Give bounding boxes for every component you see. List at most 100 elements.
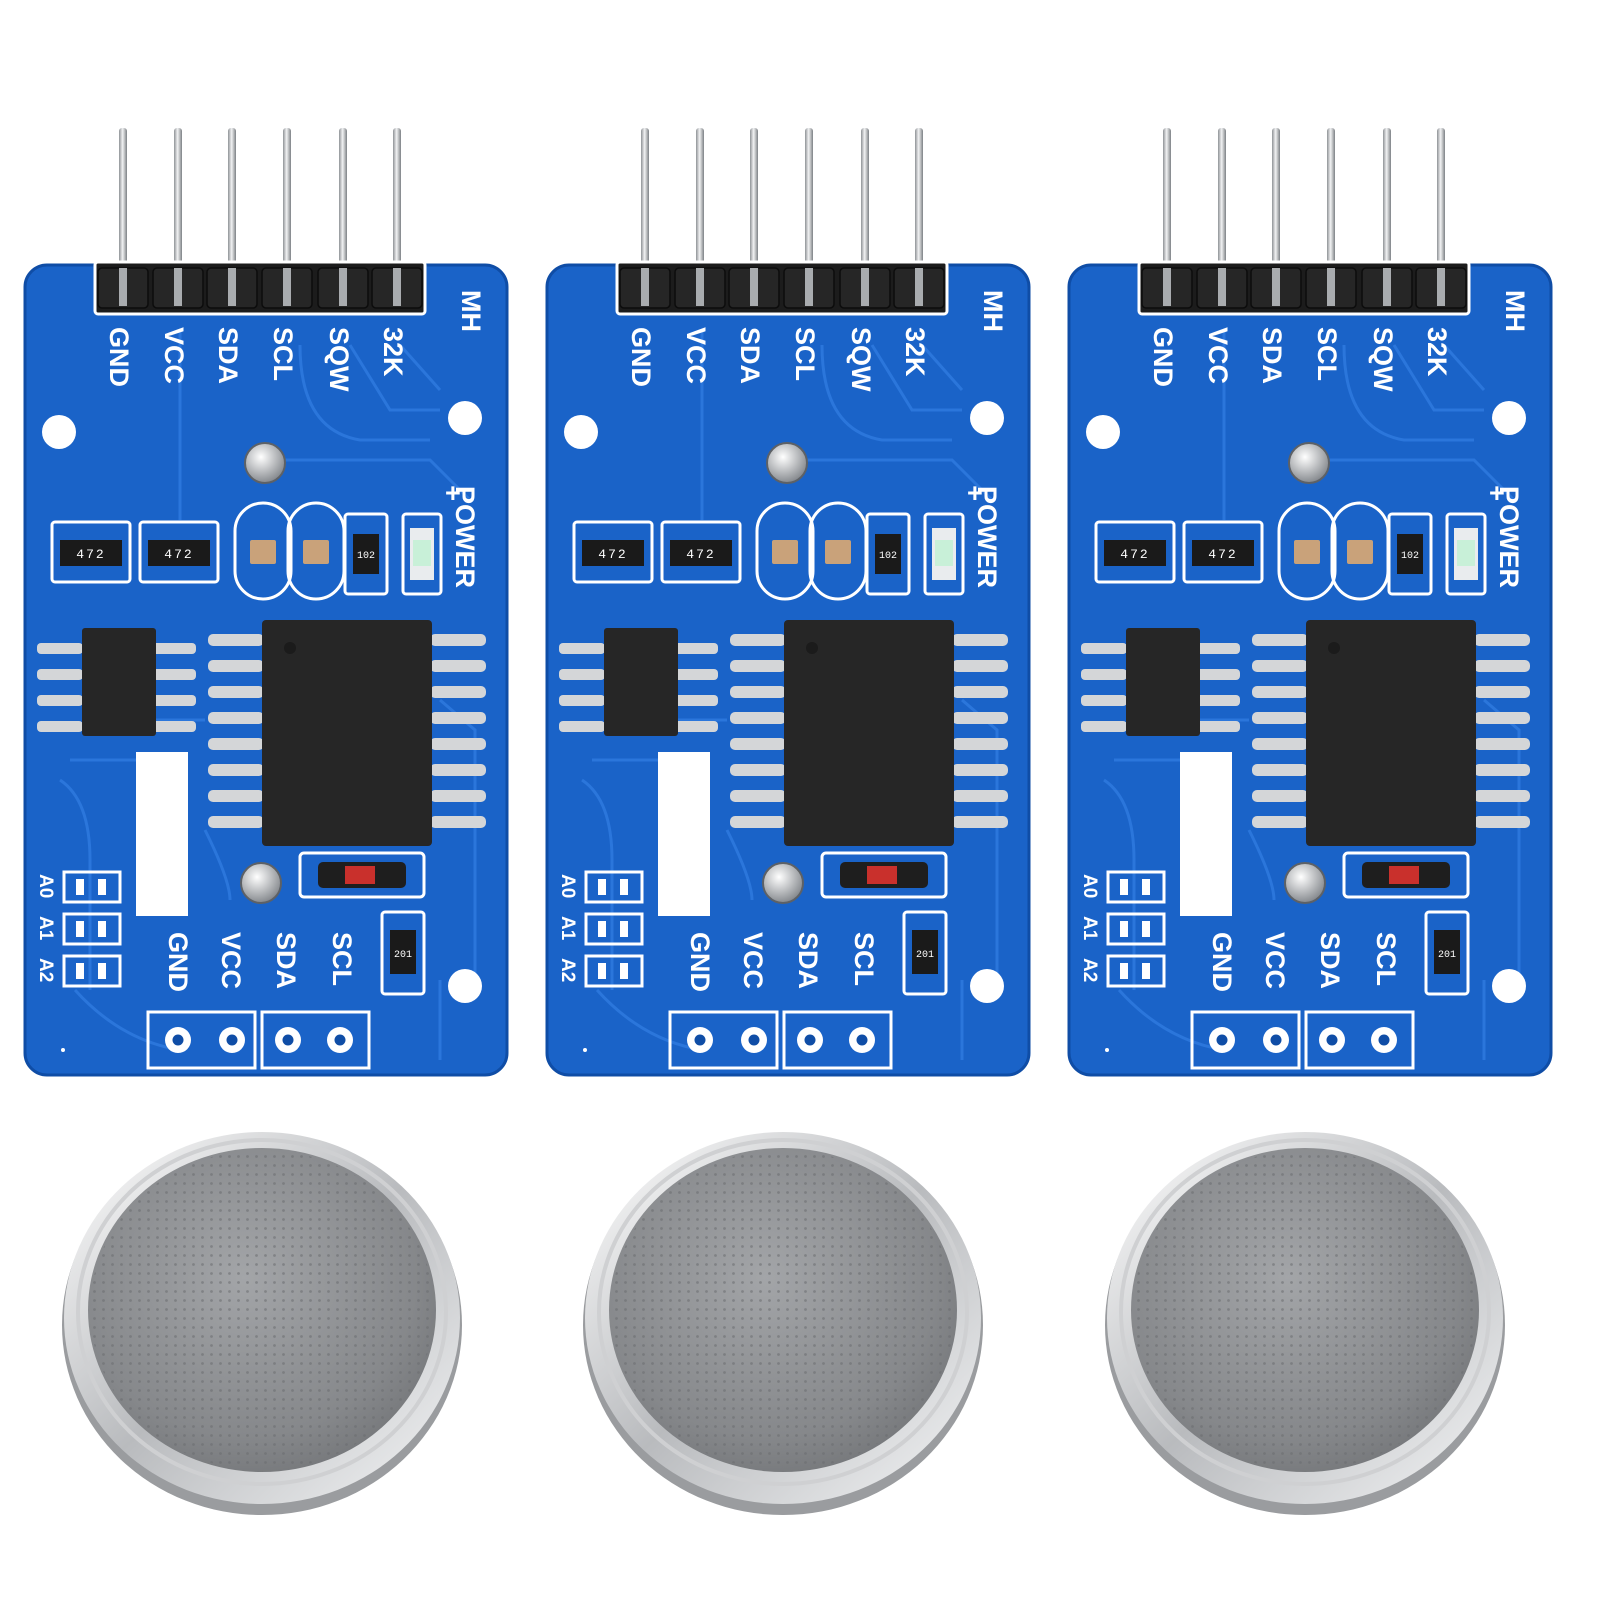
top-pin-label: GND [104, 327, 134, 387]
header-pin [696, 128, 704, 278]
header-pin-base [1272, 268, 1280, 306]
top-pin-label: SQW [846, 327, 876, 392]
diode-outline [820, 851, 948, 899]
power-label: POWER [972, 486, 1002, 588]
ic-pin [1081, 721, 1127, 732]
ic-pin [1474, 816, 1530, 828]
diode-outline [1342, 851, 1470, 899]
power-led-lens [935, 540, 953, 566]
rtc-chip [262, 620, 432, 846]
capacitor-body [303, 540, 329, 564]
resistor-body [912, 930, 938, 974]
battery-3 [1105, 1132, 1505, 1515]
resistor-outline [865, 512, 911, 596]
ic-pin [1252, 712, 1308, 724]
ic-pin [150, 643, 196, 654]
pcb-trace [250, 458, 472, 502]
resistor-array-body [60, 540, 122, 566]
bottom-pin-label: VCC [1260, 932, 1290, 989]
through-hole [334, 1034, 346, 1046]
address-pad-contact [598, 921, 606, 937]
address-pad-contact [1120, 963, 1128, 979]
ic-pin [208, 686, 264, 698]
power-label: POWER [450, 486, 480, 588]
ic-pin [559, 669, 605, 680]
ic-pin [430, 790, 486, 802]
ic-pin [1194, 695, 1240, 706]
bottom-pin-label: VCC [738, 932, 768, 989]
ic-pin [430, 738, 486, 750]
bottom-pin-label: GND [1207, 932, 1237, 992]
ic-pin [430, 634, 486, 646]
diode-band [1389, 866, 1419, 884]
top-pin-label: VCC [159, 327, 189, 384]
resistor-body [875, 534, 901, 574]
top-pin-label: SQW [1368, 327, 1398, 392]
resistor-array-outline [1182, 520, 1264, 584]
header-pin [1383, 128, 1391, 278]
resistor-array-body [148, 540, 210, 566]
ic-pin [208, 816, 264, 828]
bottom-header-outline [782, 1010, 893, 1070]
eeprom-chip [1126, 628, 1200, 736]
address-pad-contact [98, 921, 106, 937]
mounting-hole [1086, 415, 1120, 449]
header-pin-base [1437, 268, 1445, 306]
top-pin-label: SDA [1257, 327, 1287, 384]
chip-dot [806, 642, 818, 654]
pcb-trace [772, 458, 994, 502]
address-pad-label: A2 [1079, 958, 1100, 982]
pcb-trace [920, 344, 964, 391]
resistor-code: 201 [916, 950, 934, 961]
top-pin-label: 32K [900, 327, 930, 377]
eeprom-chip [604, 628, 678, 736]
resistor-code: 201 [1438, 950, 1456, 961]
header-pin-base [283, 268, 291, 306]
silk-dot [583, 1048, 587, 1052]
top-pin-label: GND [1148, 327, 1178, 387]
ic-pin [672, 669, 718, 680]
address-pad-label: A0 [557, 874, 578, 898]
capacitor-outline [233, 501, 293, 601]
ic-pin [1474, 634, 1530, 646]
header-pin [1218, 128, 1226, 278]
mounting-hole [564, 415, 598, 449]
ic-pin [1252, 816, 1308, 828]
header-pin [1163, 128, 1171, 278]
ic-pin [952, 816, 1008, 828]
ic-pin [559, 695, 605, 706]
header-pin-base [861, 268, 869, 306]
diode-band [867, 866, 897, 884]
bottom-header-outline [1190, 1010, 1301, 1070]
address-pad-contact [1142, 921, 1150, 937]
ic-pin [952, 660, 1008, 672]
address-pad-contact [1120, 879, 1128, 895]
resistor-array-code: 472 [686, 547, 715, 562]
resistor-array-body [1192, 540, 1254, 566]
resistor-outline [1387, 512, 1433, 596]
capacitor-body [772, 540, 798, 564]
header-pin-base [915, 268, 923, 306]
top-pin-label: SCL [268, 327, 298, 381]
header-pin [119, 128, 127, 278]
ic-pin [952, 738, 1008, 750]
ic-pin [1474, 738, 1530, 750]
silk-dot [61, 1048, 65, 1052]
address-pad-label: A1 [35, 916, 56, 941]
resistor-array-outline [1094, 520, 1176, 584]
address-pad [62, 912, 122, 946]
address-pad-contact [1120, 921, 1128, 937]
resistor-array-body [582, 540, 644, 566]
ic-pin [1194, 721, 1240, 732]
header-pin [1437, 128, 1445, 278]
address-pad-contact [620, 879, 628, 895]
address-pad-label: A1 [557, 916, 578, 941]
led-outline [1445, 512, 1487, 596]
led-outline [923, 512, 965, 596]
address-pad [584, 870, 644, 904]
brand-label: MH [1500, 290, 1530, 332]
resistor-array-outline [572, 520, 654, 584]
battery-texture [611, 1150, 955, 1470]
header-pin [1327, 128, 1335, 278]
ic-pin [672, 695, 718, 706]
